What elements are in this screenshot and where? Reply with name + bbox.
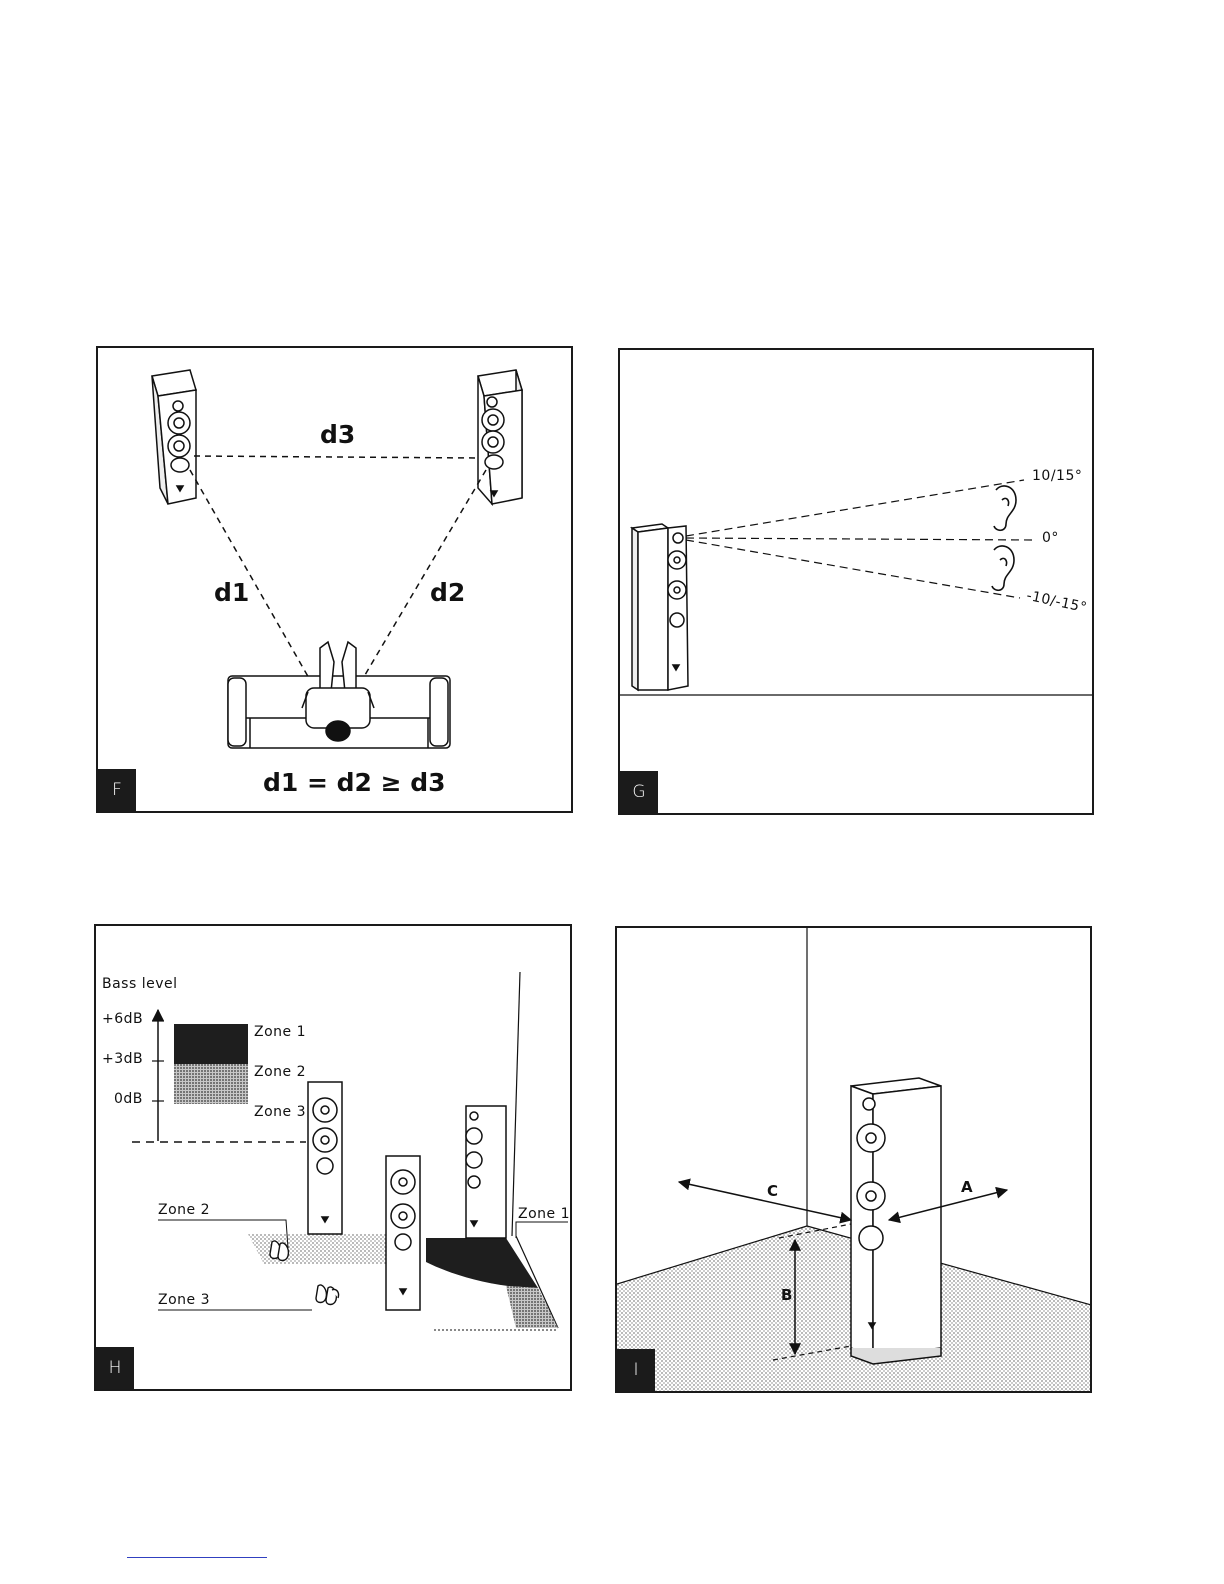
panel-g-illustration bbox=[620, 350, 1094, 815]
panel-h: Bass level +6dB +3dB 0dB Zone 1 Zone 2 Z… bbox=[94, 924, 572, 1391]
footer-rule bbox=[127, 1557, 267, 1558]
figure-tag-f: F bbox=[98, 769, 136, 811]
angle-top-label: 10/15° bbox=[1032, 468, 1082, 484]
panel-f: d3 d1 d2 d1 = d2 ≥ d3 F bbox=[96, 346, 573, 813]
zone2-swatch bbox=[174, 1064, 248, 1104]
floor-zone1 bbox=[426, 1238, 538, 1288]
bass-level-axis-title: Bass level bbox=[102, 976, 178, 992]
dimension-b-label: B bbox=[781, 1286, 793, 1304]
panel-h-illustration bbox=[96, 926, 572, 1391]
listener-feet-zone3 bbox=[316, 1285, 339, 1305]
level-plus6db: +6dB bbox=[102, 1011, 143, 1027]
angle-middle-label: 0° bbox=[1042, 530, 1059, 546]
corner-speaker bbox=[851, 1078, 941, 1364]
left-speaker bbox=[152, 370, 196, 504]
level-0db: 0dB bbox=[114, 1091, 143, 1107]
side-speaker bbox=[632, 524, 688, 690]
ear-icon-lower bbox=[992, 546, 1014, 590]
right-speaker bbox=[478, 370, 522, 504]
dimension-a-label: A bbox=[961, 1178, 973, 1196]
label-d1: d1 bbox=[214, 578, 249, 607]
distance-equation: d1 = d2 ≥ d3 bbox=[263, 768, 446, 797]
dim-line-c bbox=[679, 1182, 851, 1220]
legend-zone3: Zone 3 bbox=[254, 1104, 306, 1120]
floor-label-zone2: Zone 2 bbox=[158, 1202, 210, 1218]
speaker-zone1-position bbox=[466, 1106, 506, 1238]
panel-g: 10/15° 0° -10/-15° G bbox=[618, 348, 1094, 815]
floor-zone2 bbox=[248, 1234, 388, 1264]
floor-label-zone3: Zone 3 bbox=[158, 1292, 210, 1308]
panel-f-illustration bbox=[98, 348, 573, 813]
panel-i: C A B I bbox=[615, 926, 1092, 1393]
legend-zone1: Zone 1 bbox=[254, 1024, 306, 1040]
label-d3: d3 bbox=[320, 420, 355, 449]
floor-label-zone1: Zone 1 bbox=[518, 1206, 570, 1222]
dimension-c-label: C bbox=[767, 1182, 779, 1200]
level-plus3db: +3dB bbox=[102, 1051, 143, 1067]
speaker-zone2-position bbox=[386, 1156, 420, 1310]
figure-tag-g: G bbox=[620, 771, 658, 813]
listener bbox=[302, 642, 374, 741]
figure-tag-h: H bbox=[96, 1347, 134, 1389]
legend-zone2: Zone 2 bbox=[254, 1064, 306, 1080]
zone1-swatch bbox=[174, 1024, 248, 1064]
label-d2: d2 bbox=[430, 578, 465, 607]
ear-icon bbox=[994, 486, 1016, 530]
listener-feet-zone2 bbox=[270, 1241, 288, 1261]
figure-tag-i: I bbox=[617, 1349, 655, 1391]
speaker-zone3-position bbox=[308, 1082, 342, 1234]
panel-i-illustration bbox=[617, 928, 1092, 1393]
